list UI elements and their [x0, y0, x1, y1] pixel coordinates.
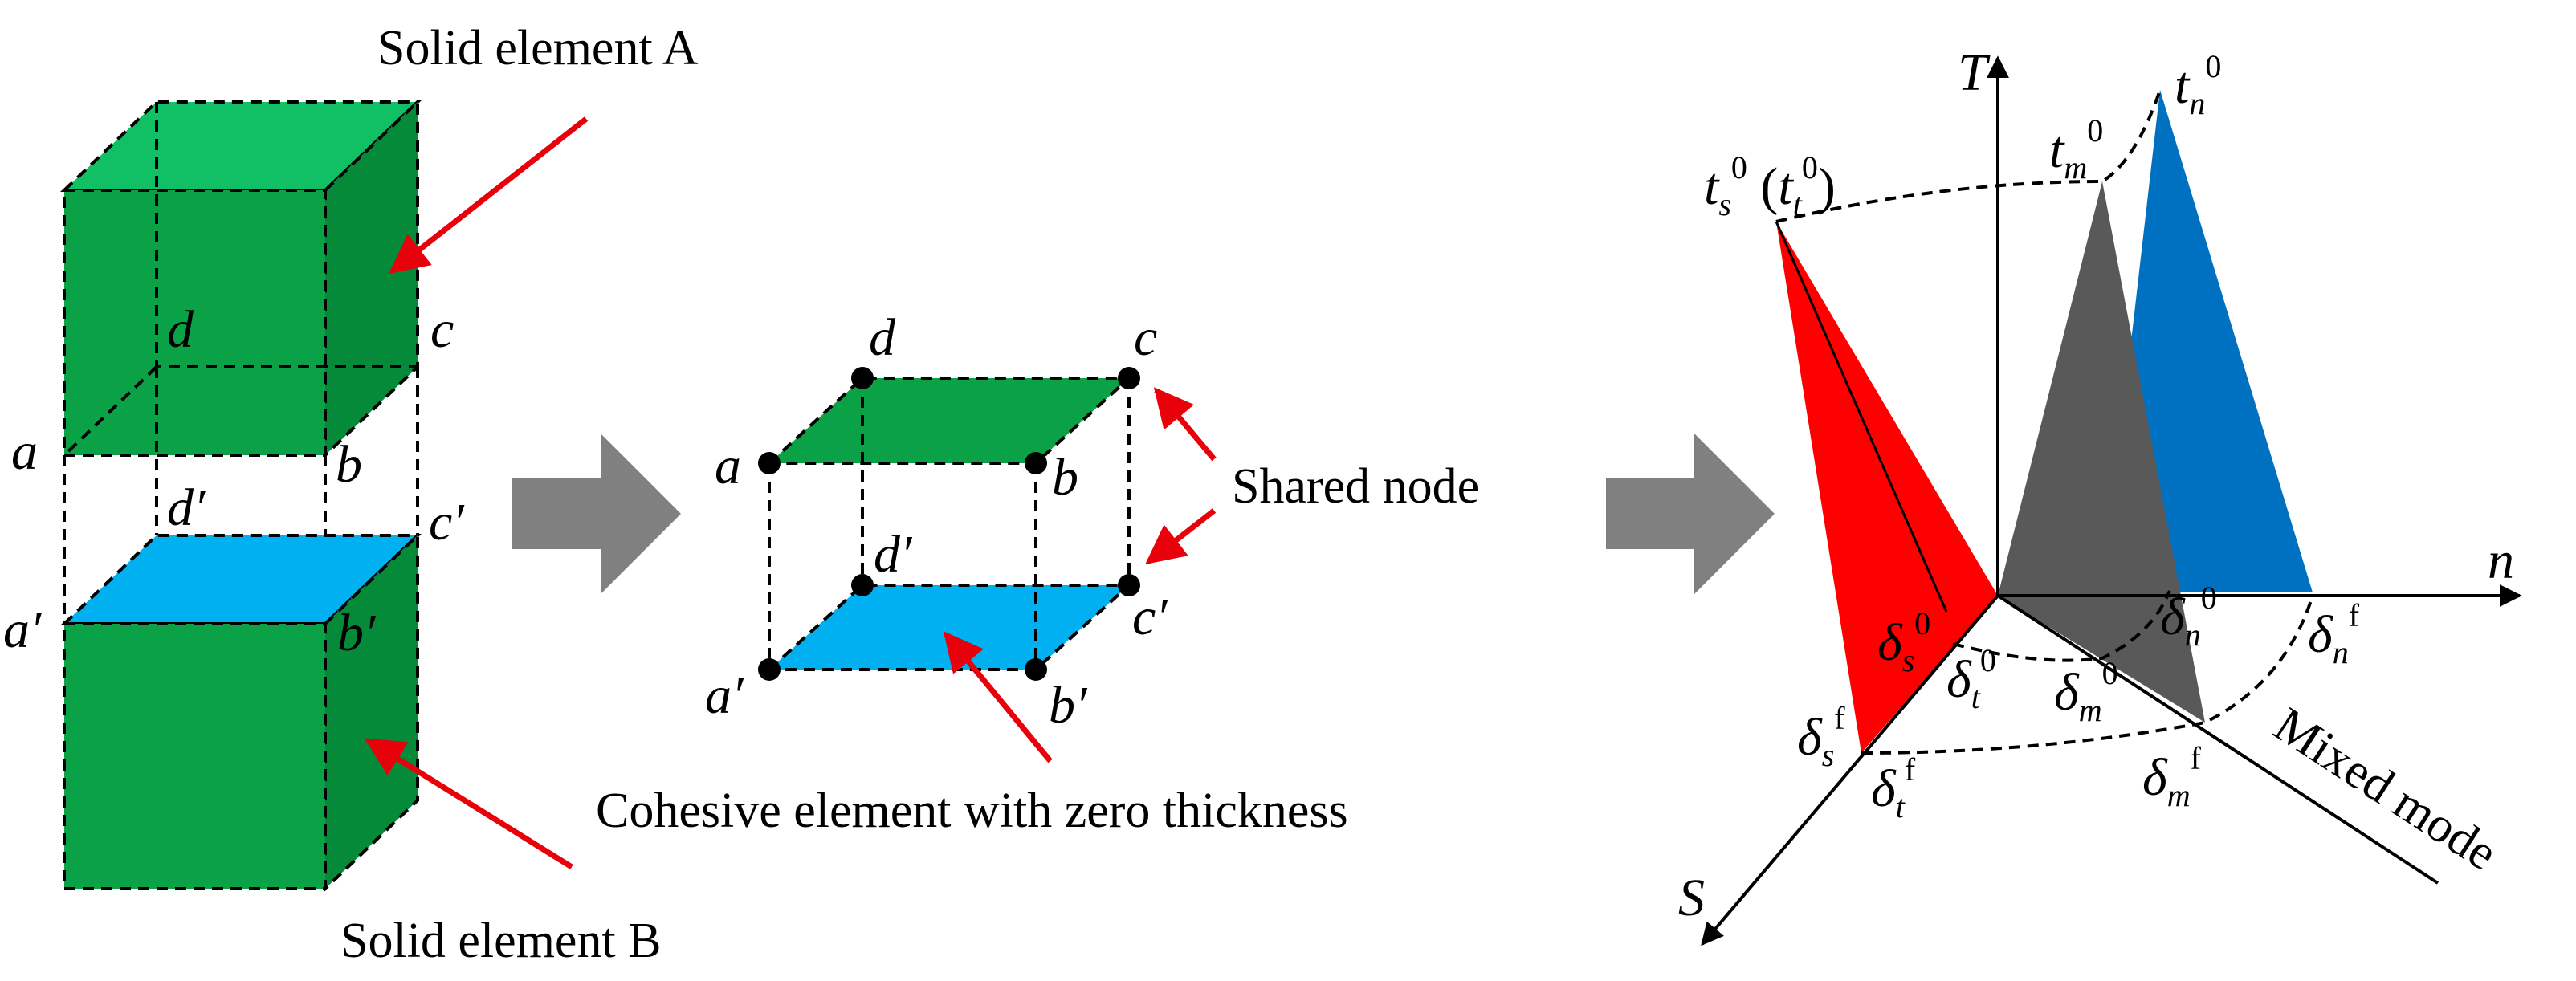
node-dot-a — [758, 452, 781, 474]
cohesive-nodes — [758, 367, 1140, 681]
shared-node-arrow-bottom — [1145, 508, 1217, 565]
gray-triangle-mixed-mode — [1998, 181, 2205, 723]
solid-element-a — [60, 98, 422, 459]
label-delta-t0: δt0 — [1946, 642, 1996, 715]
process-arrow-1 — [512, 434, 681, 594]
solid-element-a-label: Solid element A — [377, 21, 699, 75]
mixed-mode-axis — [1996, 594, 2439, 885]
element-b-side — [324, 531, 419, 893]
cohesive-node-b-prime-label: b′ — [1049, 676, 1088, 735]
cohesive-node-d-prime-label: d′ — [874, 525, 913, 584]
node-c-prime-label: c′ — [429, 493, 465, 552]
t-axis-label: T — [1958, 43, 1991, 102]
red-triangle-inner-edge — [1775, 221, 1948, 613]
label-delta-n0: δn0 — [2160, 580, 2217, 653]
label-tn0: tn0 — [2175, 48, 2221, 121]
cohesive-node-b-label: b — [1052, 448, 1078, 507]
mixed-mode-label: Mixed mode — [2264, 698, 2506, 881]
node-dot-a-prime — [758, 658, 781, 681]
cohesive-top-face — [769, 378, 1129, 463]
label-delta-tf: δtf — [1871, 751, 1916, 824]
failure-displacement-curve — [1861, 595, 2314, 755]
solid-element-b-arrow — [364, 738, 573, 869]
label-delta-mf: δmf — [2142, 740, 2202, 813]
node-c-label: c — [430, 300, 454, 359]
solid-element-a-arrow — [389, 116, 589, 275]
peak-traction-curve — [1775, 89, 2162, 223]
label-delta-m0: δm0 — [2054, 655, 2118, 728]
node-b-prime-label: b′ — [337, 604, 377, 662]
node-d-label: d — [167, 300, 194, 359]
label-delta-s0: δs0 — [1877, 605, 1930, 678]
cohesive-node-c-prime-label: c′ — [1132, 588, 1168, 646]
onset-displacement-curve — [1952, 590, 2171, 662]
label-ts0-tt0: ts0 (tt0) — [1704, 149, 1836, 222]
node-dot-b-prime — [1025, 658, 1047, 681]
node-dot-d-prime — [851, 574, 874, 596]
node-a-label: a — [11, 422, 38, 481]
cohesive-element: a b c d a′ b′ c′ d′ Shared node Cohesive… — [596, 308, 1479, 838]
cohesive-node-d-label: d — [869, 308, 896, 367]
cohesive-bottom-face — [769, 585, 1129, 670]
element-b-front — [63, 622, 327, 890]
shared-node-label: Shared node — [1232, 459, 1479, 514]
traction-separation-law: T n S Mixed mode ts0 (tt0) tm0 tn0 δs0 δ… — [1678, 43, 2522, 946]
n-axis-label: n — [2488, 531, 2514, 590]
solid-element-b-label: Solid element B — [340, 914, 662, 968]
cohesive-element-label: Cohesive element with zero thickness — [596, 784, 1348, 838]
process-arrow-2 — [1606, 434, 1775, 594]
shared-node-arrow-top — [1153, 387, 1217, 462]
element-a-front — [63, 189, 327, 457]
cohesive-element-arrow — [943, 631, 1053, 763]
node-d-prime-label: d′ — [167, 478, 206, 537]
cohesive-node-c-label: c — [1134, 308, 1157, 367]
label-delta-sf: δsf — [1797, 700, 1845, 773]
node-b-label: b — [336, 435, 362, 494]
cohesive-node-a-prime-label: a′ — [705, 666, 744, 725]
solid-elements: a b c d a′ b′ c′ d′ Solid element A Soli… — [3, 21, 699, 968]
node-dot-b — [1025, 452, 1047, 474]
node-dot-c — [1118, 367, 1140, 389]
node-a-prime-label: a′ — [3, 600, 43, 659]
red-triangle-shear-mode — [1776, 222, 1998, 753]
s-axis — [1701, 594, 1999, 946]
label-delta-nf: δnf — [2308, 597, 2360, 670]
node-dot-c-prime — [1118, 574, 1140, 596]
cohesive-node-a-label: a — [715, 437, 741, 495]
node-dot-d — [851, 367, 874, 389]
label-tm0: tm0 — [2049, 112, 2103, 185]
solid-element-b — [60, 531, 422, 893]
s-axis-label: S — [1678, 869, 1705, 927]
